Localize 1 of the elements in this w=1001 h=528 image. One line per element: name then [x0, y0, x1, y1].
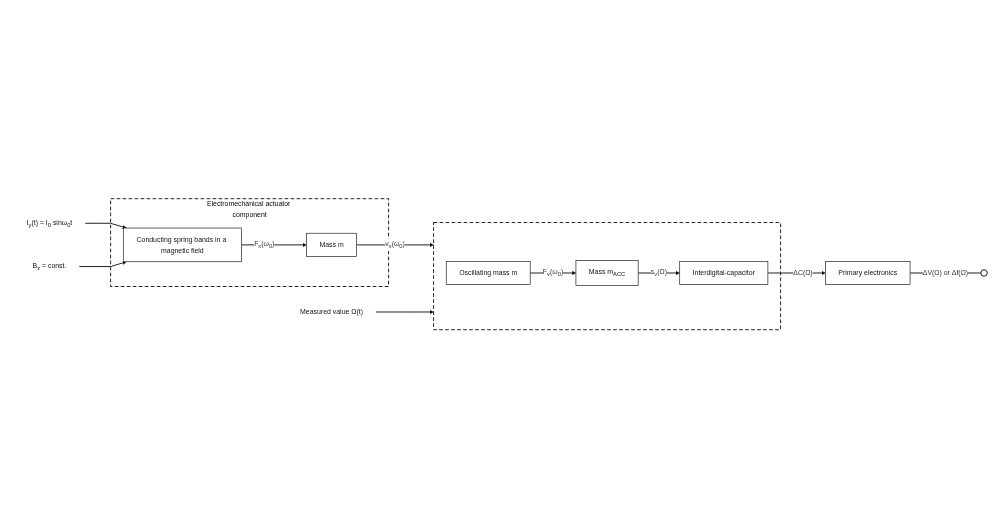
terminal-circle — [980, 269, 988, 277]
